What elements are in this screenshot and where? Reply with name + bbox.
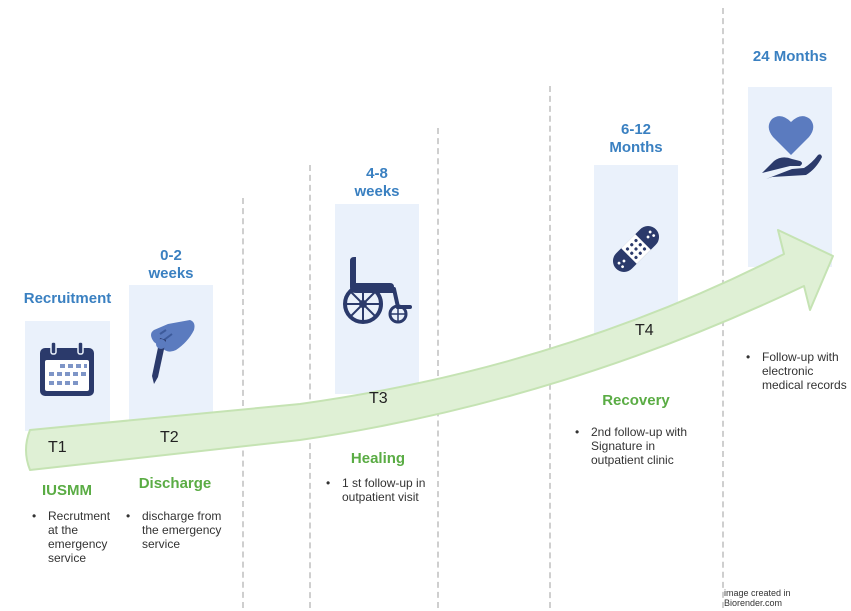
stage-name-t3: Healing (350, 450, 406, 467)
bandage-icon (612, 225, 660, 273)
wheelchair-icon (343, 257, 412, 324)
divider-line (437, 128, 439, 608)
stage-name-t2: Discharge (138, 475, 212, 492)
hand-signing-pen-icon (151, 320, 195, 384)
stage-name-t1: IUSMM (42, 482, 92, 499)
bullet-item: Recrutment at the emergency service (28, 509, 118, 565)
bullet-item: 1 st follow-up in outpatient visit (322, 476, 442, 504)
column-panel-t2 (129, 285, 213, 430)
period-heading-t1: Recruitment (23, 290, 112, 307)
bullet-list-t4: 2nd follow-up with Signature in outpatie… (571, 425, 711, 467)
period-heading-t4: 6-12 Months (609, 121, 663, 156)
bullet-list-t1: Recrutment at the emergency service (28, 509, 118, 565)
period-heading-t3: 4-8 weeks (354, 165, 400, 200)
column-panel-t3 (335, 204, 419, 394)
time-label-t1: T1 (48, 439, 67, 456)
calendar-icon (40, 341, 94, 396)
heart-in-hand-icon (762, 116, 822, 179)
time-label-t2: T2 (160, 429, 179, 446)
bullet-list-t3: 1 st follow-up in outpatient visit (322, 476, 442, 504)
bullet-item: Follow-up with electronic medical record… (742, 350, 848, 392)
divider-line (309, 165, 311, 608)
credit-text: image created in Biorender.com (724, 588, 791, 608)
period-heading-t2: 0-2 weeks (148, 247, 194, 282)
time-label-t4: T4 (635, 322, 654, 339)
stage-name-t4: Recovery (602, 392, 670, 409)
period-heading-t5: 24 Months (752, 48, 828, 65)
bullet-item: discharge from the emergency service (122, 509, 234, 551)
bullet-item: 2nd follow-up with Signature in outpatie… (571, 425, 711, 467)
bullet-list-t5: Follow-up with electronic medical record… (742, 350, 848, 392)
bullet-list-t2: discharge from the emergency service (122, 509, 234, 551)
divider-line (549, 86, 551, 608)
time-label-t3: T3 (369, 390, 388, 407)
divider-line (242, 198, 244, 608)
